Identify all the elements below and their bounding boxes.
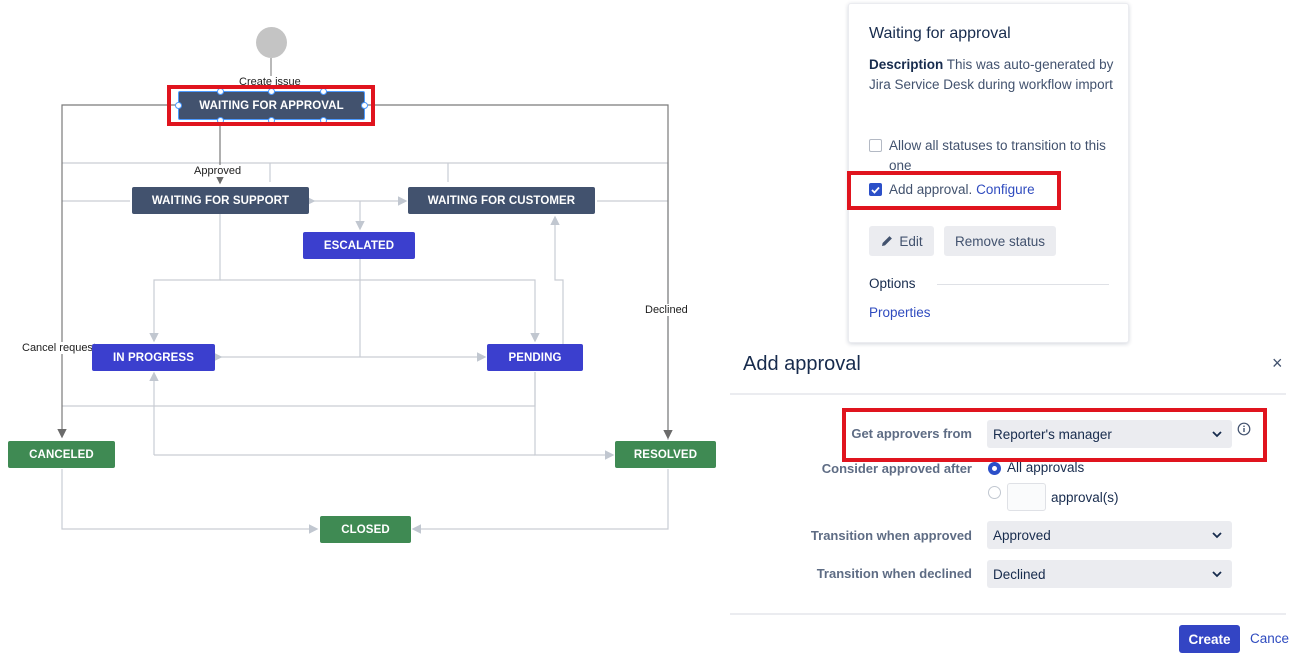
resize-handle[interactable] <box>217 88 224 95</box>
status-description: Description This was auto-generated by J… <box>869 55 1114 95</box>
approval-count-radio[interactable] <box>988 486 1001 499</box>
properties-link[interactable]: Properties <box>869 305 931 320</box>
dialog-footer-divider <box>730 613 1286 615</box>
status-in-progress[interactable]: IN PROGRESS <box>92 344 215 371</box>
get-approvers-label: Get approvers from <box>851 426 972 441</box>
popover-title: Waiting for approval <box>869 25 1011 42</box>
dialog-title: Add approval <box>743 353 861 375</box>
status-popover: Waiting for approval Description This wa… <box>848 3 1129 343</box>
transition-declined-select[interactable]: Declined <box>987 560 1232 588</box>
info-icon[interactable] <box>1237 422 1251 436</box>
configure-link[interactable]: Configure <box>976 182 1035 197</box>
transition-lines <box>57 58 673 534</box>
remove-status-button[interactable]: Remove status <box>944 226 1056 256</box>
cancel-button[interactable]: Cance <box>1250 631 1290 646</box>
edit-button[interactable]: Edit <box>869 226 934 256</box>
status-escalated[interactable]: ESCALATED <box>303 232 415 259</box>
close-icon[interactable]: × <box>1272 353 1283 373</box>
chevron-down-icon <box>1212 431 1222 438</box>
allow-all-statuses-checkbox[interactable] <box>869 139 882 152</box>
edit-button-label: Edit <box>899 233 923 249</box>
approval-count-input[interactable] <box>1007 483 1046 511</box>
transition-label-cancel-request[interactable]: Cancel request <box>22 342 96 354</box>
chevron-down-icon <box>1212 571 1222 578</box>
options-heading: Options <box>869 276 916 291</box>
transition-label-declined[interactable]: Declined <box>645 304 688 316</box>
get-approvers-value: Reporter's manager <box>993 426 1112 442</box>
status-closed[interactable]: CLOSED <box>320 516 411 543</box>
transition-declined-label: Transition when declined <box>816 566 972 581</box>
chevron-down-icon <box>1212 532 1222 539</box>
add-approval-label: Add approval. <box>889 182 973 197</box>
resize-handle[interactable] <box>320 88 327 95</box>
status-waiting-for-support[interactable]: WAITING FOR SUPPORT <box>132 187 309 214</box>
add-approval-checkbox[interactable] <box>869 183 882 196</box>
status-waiting-for-approval[interactable]: WAITING FOR APPROVAL <box>178 91 365 120</box>
get-approvers-select[interactable]: Reporter's manager <box>987 420 1232 448</box>
resize-handle[interactable] <box>217 117 224 124</box>
consider-approved-label: Consider approved after <box>821 461 972 476</box>
options-divider <box>937 284 1109 285</box>
allow-all-statuses-label: Allow all statuses to transition to this… <box>889 138 1106 173</box>
resize-handle[interactable] <box>268 117 275 124</box>
check-icon <box>871 186 880 194</box>
status-resolved[interactable]: RESOLVED <box>615 441 716 468</box>
approval-count-label: approval(s) <box>1051 490 1119 505</box>
allow-all-statuses-row[interactable]: Allow all statuses to transition to this… <box>869 136 1109 176</box>
dialog-header-divider <box>730 393 1286 395</box>
description-text: This was auto-generated by Jira Service … <box>869 57 1114 92</box>
transition-label-approved[interactable]: Approved <box>194 165 242 177</box>
add-approval-row[interactable]: Add approval. Configure <box>869 180 1035 200</box>
resize-handle[interactable] <box>361 102 368 109</box>
resize-handle[interactable] <box>175 102 182 109</box>
transition-approved-select[interactable]: Approved <box>987 521 1232 549</box>
resize-handle[interactable] <box>320 117 327 124</box>
transition-approved-label: Transition when approved <box>810 528 972 543</box>
status-canceled[interactable]: CANCELED <box>8 441 115 468</box>
transition-approved-value: Approved <box>993 527 1051 543</box>
status-pending[interactable]: PENDING <box>487 344 583 371</box>
description-label: Description <box>869 57 944 72</box>
transition-label-create-issue[interactable]: Create issue <box>239 76 301 88</box>
pencil-icon <box>882 236 893 246</box>
workflow-diagram: Create issue Approved Declined Cancel re… <box>8 27 716 543</box>
status-waiting-for-customer[interactable]: WAITING FOR CUSTOMER <box>408 187 595 214</box>
all-approvals-label: All approvals <box>1007 460 1085 475</box>
transition-declined-value: Declined <box>993 566 1046 582</box>
all-approvals-radio[interactable] <box>988 462 1001 475</box>
resize-handle[interactable] <box>268 88 275 95</box>
start-node[interactable] <box>256 27 287 58</box>
create-button[interactable]: Create <box>1179 625 1240 653</box>
